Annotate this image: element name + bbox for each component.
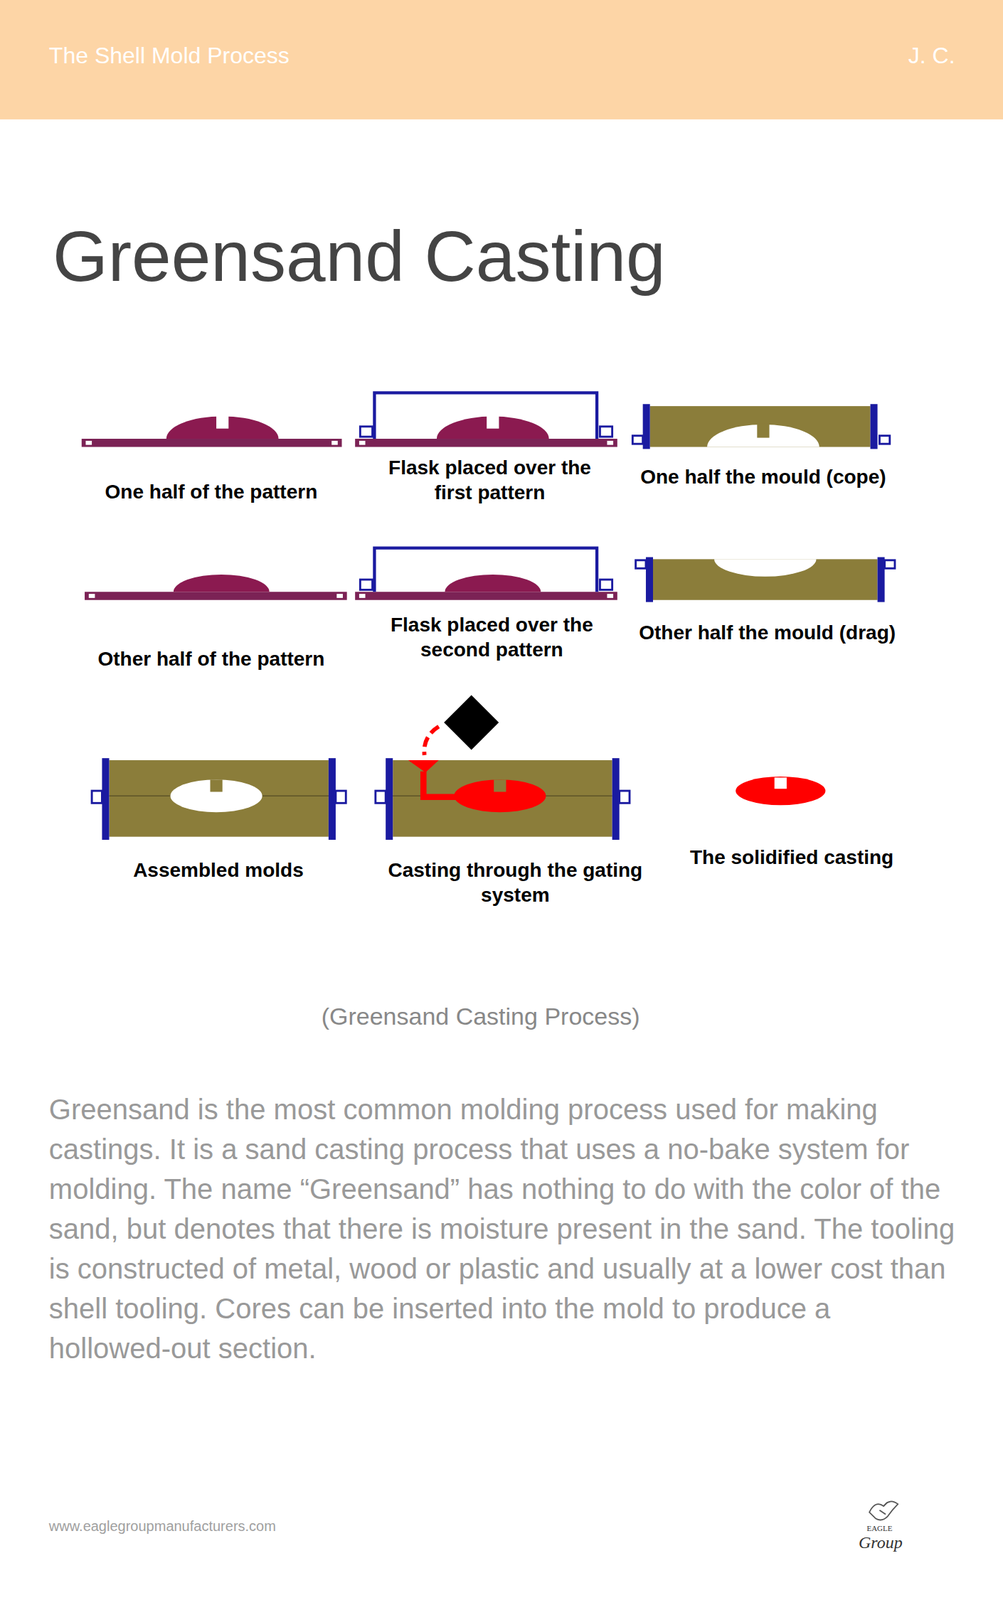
- pattern-half-one: [81, 414, 343, 448]
- solidified-casting: [735, 776, 826, 806]
- pouring-casting: [375, 694, 630, 841]
- header-bar: [0, 0, 1003, 120]
- step-label: Other half the mould (drag): [624, 620, 911, 646]
- header-title: The Shell Mold Process: [49, 41, 560, 70]
- logo-word: EAGLE: [859, 1524, 900, 1533]
- assembled-molds: [91, 758, 346, 841]
- figure-caption: (Greensand Casting Process): [125, 1002, 837, 1032]
- header-author: J. C.: [751, 41, 956, 70]
- cope-mould: [632, 404, 890, 449]
- flask-over-second-pattern: [354, 548, 618, 601]
- drag-mould: [635, 556, 895, 602]
- step-label: One half the mould (cope): [630, 464, 896, 490]
- body-paragraph: Greensand is the most common molding pro…: [49, 1089, 958, 1369]
- step-label: Casting through the gating system: [382, 857, 649, 908]
- step-label: Assembled molds: [75, 857, 362, 883]
- step-label: Other half of the pattern: [47, 646, 375, 672]
- page-title: Greensand Casting: [52, 213, 978, 299]
- step-label: Flask placed over the second pattern: [364, 612, 620, 663]
- pattern-half-two: [84, 574, 348, 601]
- step-label: Flask placed over the first pattern: [372, 455, 608, 506]
- logo-word: Group: [850, 1533, 912, 1553]
- flask-over-first-pattern: [354, 392, 618, 447]
- step-label: The solidified casting: [679, 845, 905, 870]
- step-label: One half of the pattern: [58, 479, 365, 505]
- eagle-logo: [869, 1501, 898, 1521]
- footer-url: www.eaglegroupmanufacturers.com: [49, 1518, 560, 1536]
